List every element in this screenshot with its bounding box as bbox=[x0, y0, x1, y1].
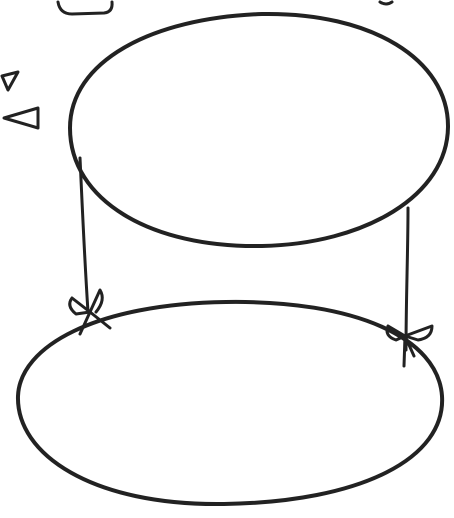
right-connector-line bbox=[406, 208, 408, 350]
triangle-marks-icon bbox=[2, 72, 38, 128]
top-right-mark bbox=[380, 2, 392, 4]
upper-oval bbox=[70, 14, 448, 246]
top-cutoff-shape bbox=[58, 2, 112, 14]
left-bow-icon bbox=[70, 290, 110, 334]
